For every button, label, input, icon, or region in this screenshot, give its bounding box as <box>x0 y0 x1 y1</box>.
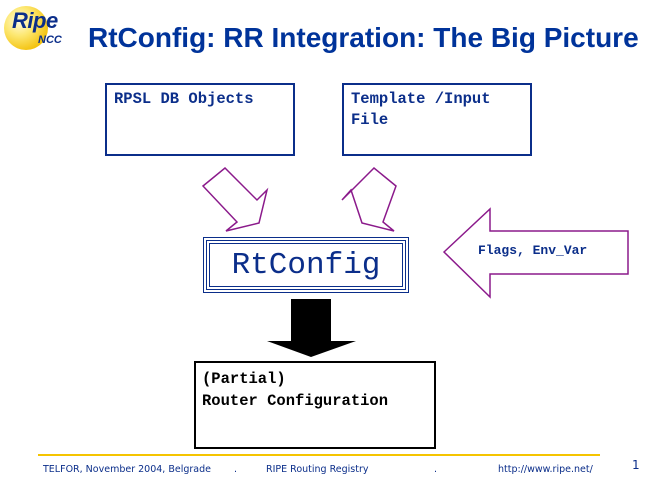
footer-event: TELFOR, November 2004, Belgrade <box>43 464 211 475</box>
router-box-line: (Partial) <box>202 370 286 388</box>
footer-topic: RIPE Routing Registry <box>266 464 369 475</box>
footer-separator: . <box>234 464 238 475</box>
slide-title: RtConfig: RR Integration: The Big Pictur… <box>88 22 639 53</box>
footer-url[interactable]: http://www.ripe.net/ <box>498 464 593 475</box>
template-box-line: Template /Input <box>351 90 491 108</box>
arrow-flags-to-rtconfig <box>442 207 629 299</box>
arrow-rpsl-to-rtconfig <box>201 166 269 232</box>
router-box-line: Router Configuration <box>202 392 389 410</box>
rtconfig-box: RtConfig <box>203 237 409 293</box>
arrow-template-to-rtconfig <box>341 166 397 232</box>
rpsl-db-objects-box: RPSL DB Objects <box>105 83 295 156</box>
footer-divider <box>38 454 600 456</box>
logo-sun-icon <box>4 6 48 50</box>
router-configuration-box: (Partial) Router Configuration <box>194 361 436 449</box>
flags-env-var-label: Flags, Env_Var <box>478 243 588 258</box>
template-box-line: File <box>351 111 389 129</box>
template-input-file-box: Template /Input File <box>342 83 532 156</box>
arrow-rtconfig-to-router <box>267 299 356 357</box>
rpsl-box-line: RPSL DB Objects <box>114 90 254 108</box>
rtconfig-label: RtConfig <box>209 243 403 287</box>
page-number: 1 <box>632 458 640 472</box>
footer-separator: . <box>434 464 438 475</box>
logo-sub-text: NCC <box>38 34 62 46</box>
logo-brand-text: Ripe <box>12 8 58 33</box>
ripe-ncc-logo: Ripe NCC <box>0 0 80 60</box>
